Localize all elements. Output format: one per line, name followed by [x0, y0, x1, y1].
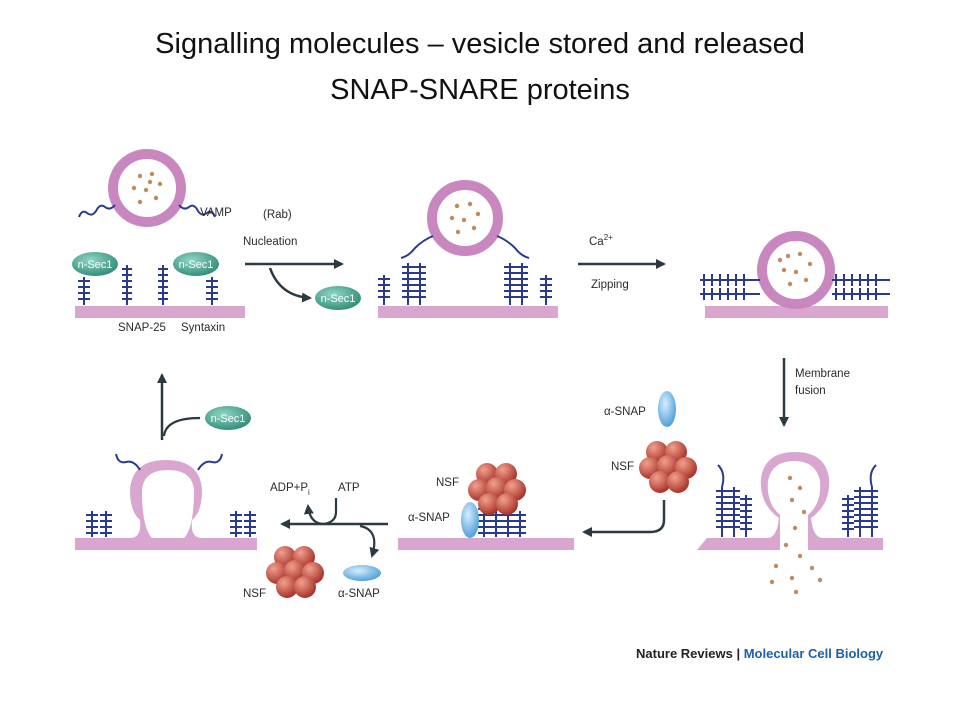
nucleation-label: Nucleation	[243, 236, 297, 248]
n-sec1-right-label: n-Sec1	[179, 259, 214, 271]
bound-alpha-snap	[461, 502, 479, 538]
snare-coils	[700, 274, 890, 300]
vesicle	[427, 180, 503, 256]
zipping-label: Zipping	[591, 279, 629, 291]
snap-25-label: SNAP-25	[118, 322, 166, 334]
nsf-hexamer-released	[266, 546, 324, 598]
alpha-snap-protein	[658, 391, 676, 427]
alpha-snap-label-middle: α-SNAP	[408, 512, 450, 524]
stage-2-trans-snare-complex	[378, 180, 558, 318]
zipping-step: Ca2+ Zipping	[578, 233, 666, 291]
syntaxin-label: Syntaxin	[181, 322, 225, 334]
n-sec1-left-label: n-Sec1	[78, 259, 113, 271]
released-cargo	[769, 475, 823, 595]
nsf-hexamer-right	[639, 441, 697, 493]
slide-title-line-2: SNAP-SNARE proteins	[330, 74, 630, 106]
stage-5-nsf-bound-complex: NSF α-SNAP	[398, 463, 574, 550]
n-sec1-protein-left: n-Sec1	[72, 252, 118, 276]
stage-6-recycled-vesicle	[75, 453, 257, 550]
free-snare-coils	[86, 453, 256, 537]
nsf-release-arrow	[359, 524, 380, 558]
plasma-membrane	[398, 538, 574, 550]
nsf-label-left: NSF	[243, 588, 266, 600]
nsf-hexamer-bound	[468, 463, 526, 515]
membrane-fusion-step: Membrane fusion	[779, 358, 850, 427]
plasma-membrane	[705, 306, 888, 318]
snare-coils	[378, 235, 552, 305]
nsf-label-right: NSF	[611, 461, 634, 473]
plasma-membrane	[75, 306, 245, 318]
credit-journal: Molecular Cell Biology	[743, 646, 884, 661]
n-sec1-rebinding-step: n-Sec1	[157, 373, 251, 440]
fused-vesicle-lumen	[767, 461, 821, 550]
stage-4-fused-vesicle	[697, 452, 883, 595]
credit-separator: |	[732, 646, 744, 661]
rab-label: (Rab)	[263, 209, 292, 221]
stage-3-zippered-complex	[700, 231, 890, 318]
vamp-label: VAMP	[200, 207, 232, 219]
slide-title-line-1: Signalling molecules – vesicle stored an…	[155, 28, 805, 60]
atp-hydrolysis-step: ADP+Pi ATP NSF α-SNAP	[243, 482, 388, 600]
calcium-label: Ca2+	[589, 233, 613, 248]
vesicle-cargo	[131, 171, 163, 205]
atp-label: ATP	[338, 482, 360, 494]
vamp-coils	[78, 204, 216, 218]
figure-credit: Nature Reviews | Molecular Cell Biology	[636, 646, 883, 661]
fusion-label: fusion	[795, 385, 826, 397]
alpha-snap-label-left: α-SNAP	[338, 588, 380, 600]
plasma-membrane	[378, 306, 558, 318]
n-sec1-binding-arrow	[162, 416, 201, 437]
released-n-sec1-shape	[315, 286, 361, 310]
cis-snare-coils	[716, 464, 878, 537]
atp-input-arrow	[303, 498, 338, 526]
vesicle-cargo	[449, 201, 481, 235]
cis-snare-coils	[478, 505, 526, 537]
released-n-sec1-label: n-Sec1	[321, 293, 356, 305]
alpha-snap-label-right: α-SNAP	[604, 406, 646, 418]
n-sec1-release-arrow	[268, 267, 312, 303]
nucleation-step: (Rab) Nucleation n-Sec1	[243, 209, 361, 310]
released-alpha-snap	[343, 565, 381, 581]
credit-publisher: Nature Reviews	[636, 646, 733, 661]
n-sec1-protein-right: n-Sec1	[173, 252, 219, 276]
incoming-n-sec1-shape	[205, 406, 251, 430]
nsf-binding-arrow	[582, 500, 666, 537]
n-sec1-left-shape	[72, 252, 118, 276]
n-sec1-right-shape	[173, 252, 219, 276]
adp-pi-label: ADP+Pi	[270, 482, 310, 497]
syntaxin-coils	[78, 265, 218, 305]
incoming-alpha-snap-nsf: α-SNAP NSF	[582, 391, 697, 537]
nsf-label-middle: NSF	[436, 477, 459, 489]
membrane-label: Membrane	[795, 368, 850, 380]
omega-lumen	[142, 470, 194, 538]
stage-1-docked-vesicle: n-Sec1 n-Sec1 VAMP SNAP-25 Syntaxin	[72, 149, 245, 334]
vesicle-cargo	[777, 251, 813, 287]
vesicle	[108, 149, 186, 227]
incoming-n-sec1-label: n-Sec1	[211, 413, 246, 425]
